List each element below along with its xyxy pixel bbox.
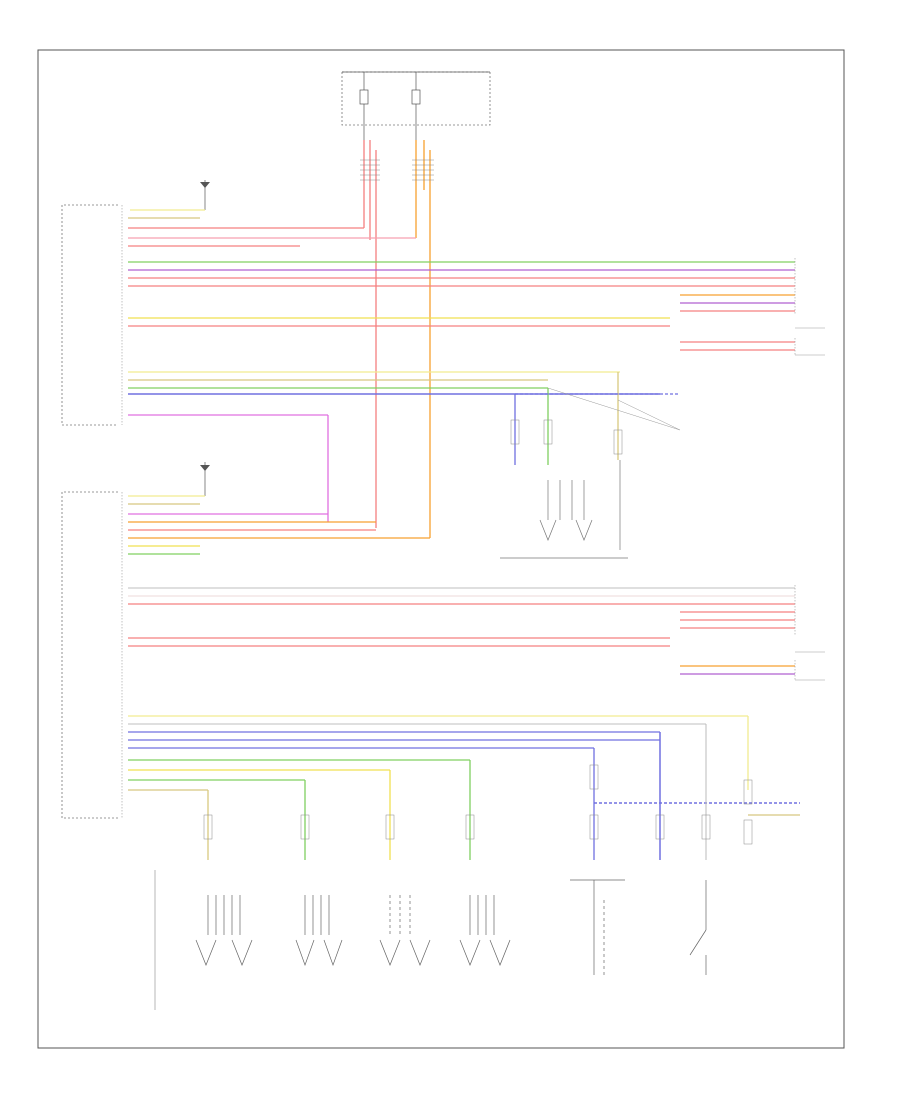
fuse-b xyxy=(411,89,421,105)
diagram-border xyxy=(37,49,845,1049)
right-front-window-switch xyxy=(295,895,343,967)
left-front-door-control-module xyxy=(61,204,123,426)
right-rear-module-upper xyxy=(794,258,825,356)
left-rear-window-switch xyxy=(500,372,681,559)
right-rear-window-switch xyxy=(459,895,511,966)
driver-door-control-module xyxy=(61,491,123,819)
lower-wire-bundle xyxy=(128,495,800,860)
left-rear-window-switch-lower xyxy=(379,895,431,966)
door-lock-switch xyxy=(689,880,707,975)
right-rear-module-lower xyxy=(794,585,825,681)
fuse-a xyxy=(359,89,369,105)
fuse-box xyxy=(341,71,491,140)
ground-point xyxy=(130,180,210,211)
fuse-feed-wires xyxy=(360,140,434,538)
connectors xyxy=(203,419,753,845)
ground-point-lower xyxy=(200,462,210,496)
upper-wire-bundle xyxy=(128,217,795,522)
rear-window-lockout-switch xyxy=(570,879,625,975)
driver-window-switch-cluster xyxy=(154,870,707,1010)
left-front-window-switch xyxy=(195,895,253,966)
